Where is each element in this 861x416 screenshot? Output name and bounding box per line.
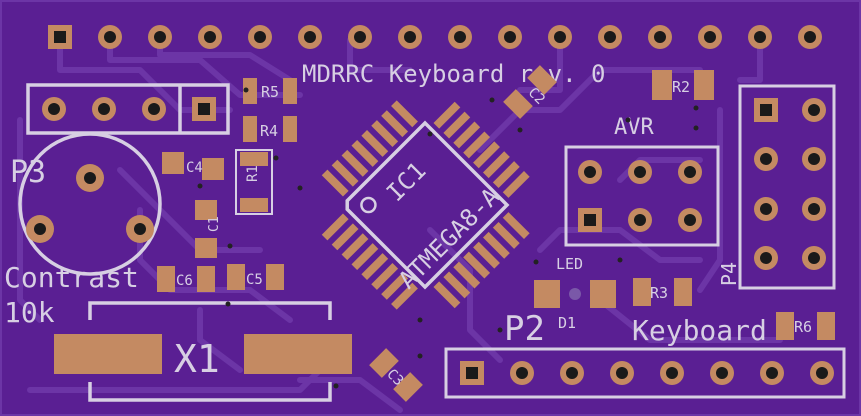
led-d1: [534, 280, 616, 308]
label-c4: C4: [186, 160, 203, 176]
label-d1: D1: [558, 314, 576, 332]
label-x1: X1: [174, 337, 220, 381]
label-r5: R5: [261, 83, 279, 101]
smd-passives: [157, 65, 835, 402]
label-r6: R6: [794, 318, 812, 336]
contrast-potentiometer: [18, 132, 162, 276]
label-avr: AVR: [614, 115, 654, 140]
label-led: LED: [556, 255, 583, 273]
p3-header: [26, 83, 230, 135]
top-pin-header: [48, 25, 822, 49]
avr-isp-header: [564, 145, 720, 247]
label-contrast: Contrast: [4, 261, 139, 294]
label-r2: R2: [672, 78, 690, 96]
label-c5: C5: [246, 272, 263, 288]
label-c1: C1: [207, 216, 222, 232]
ic1-atmega: [321, 100, 530, 310]
vias: [197, 87, 699, 389]
label-p2: P2: [504, 309, 545, 349]
label-pot-value: 10k: [4, 296, 55, 329]
p2-keyboard-header: [444, 347, 846, 399]
label-c6: C6: [176, 273, 193, 289]
label-p4: P4: [717, 262, 741, 286]
label-r3: R3: [650, 284, 668, 302]
board-title: MDRRC Keyboard rev. 0: [302, 60, 605, 88]
label-r4: R4: [260, 122, 278, 140]
p4-header: [738, 84, 836, 290]
label-keyboard: Keyboard: [632, 314, 767, 347]
label-r1: R1: [245, 165, 261, 182]
label-p3: P3: [10, 155, 46, 190]
crystal-x1: [54, 301, 352, 402]
